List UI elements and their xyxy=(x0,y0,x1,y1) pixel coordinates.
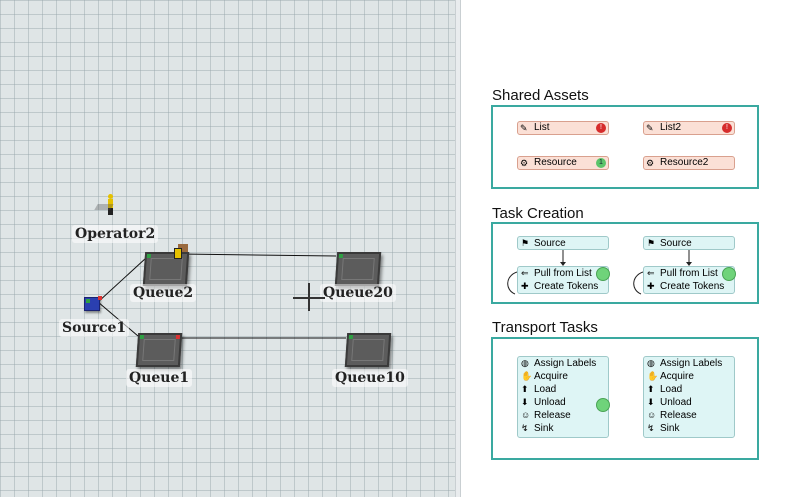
pull-from-list-activity[interactable]: ⇐Pull from List xyxy=(521,268,592,279)
model-3d-view[interactable]: Operator2 Source1 Queue2 Queue20 Queue1 … xyxy=(0,0,455,497)
task-creation-arrows xyxy=(507,250,692,295)
pull-block-1[interactable]: ⇐Pull from List ✚Create Tokens xyxy=(517,266,610,294)
resource-icon: ⚙ xyxy=(520,158,529,168)
sink-icon: ↯ xyxy=(521,423,529,433)
create-tokens-icon: ✚ xyxy=(647,281,655,291)
count-badge: 1 xyxy=(596,158,606,168)
transport-activity-block-1[interactable]: ◍Assign Labels ✋Acquire ⬆Load ⬇Unload ☺R… xyxy=(517,356,610,438)
source-icon: ⚑ xyxy=(521,238,530,248)
sink-icon: ↯ xyxy=(647,423,655,433)
source-activity-1[interactable]: ⚑Source xyxy=(517,236,609,250)
token-indicator xyxy=(596,398,610,412)
shared-assets-title[interactable]: Shared Assets xyxy=(492,87,589,104)
process-flow-view[interactable]: Shared Assets ✎ List ! ✎ List2 ! ⚙ Resou… xyxy=(461,0,801,497)
queue10-object[interactable] xyxy=(344,333,392,367)
task-creation-title[interactable]: Task Creation xyxy=(492,205,584,222)
warning-badge: ! xyxy=(596,123,606,133)
operator-label[interactable]: Operator2 xyxy=(72,225,159,243)
queue1-label[interactable]: Queue1 xyxy=(126,369,193,387)
shared-assets-container[interactable]: ✎ List ! ✎ List2 ! ⚙ Resource 1 ⚙ Resour… xyxy=(491,105,759,189)
acquire-activity[interactable]: ✋Acquire xyxy=(521,371,568,382)
queue20-object[interactable] xyxy=(334,252,382,286)
load-activity[interactable]: ⬆Load xyxy=(647,384,683,395)
sink-activity[interactable]: ↯Sink xyxy=(521,423,554,434)
source-activity-2[interactable]: ⚑Source xyxy=(643,236,735,250)
assign-labels-activity[interactable]: ◍Assign Labels xyxy=(647,358,723,369)
asset-list2[interactable]: ✎ List2 ! xyxy=(643,121,735,135)
pull-from-list-activity[interactable]: ⇐Pull from List xyxy=(647,268,718,279)
forklift-icon xyxy=(172,244,192,259)
task-creation-container[interactable]: ⚑Source ⇐Pull from List ✚Create Tokens ⚑… xyxy=(491,222,759,304)
resource-icon: ⚙ xyxy=(646,158,655,168)
release-icon: ☺ xyxy=(647,410,657,420)
source-label[interactable]: Source1 xyxy=(59,319,130,337)
create-tokens-activity[interactable]: ✚Create Tokens xyxy=(647,281,725,292)
list-icon: ✎ xyxy=(646,123,654,133)
release-activity[interactable]: ☺Release xyxy=(521,410,571,421)
unload-icon: ⬇ xyxy=(521,397,529,407)
queue20-label[interactable]: Queue20 xyxy=(320,284,396,302)
acquire-activity[interactable]: ✋Acquire xyxy=(647,371,694,382)
create-tokens-activity[interactable]: ✚Create Tokens xyxy=(521,281,599,292)
asset-resource2[interactable]: ⚙ Resource2 xyxy=(643,156,735,170)
queue10-label[interactable]: Queue10 xyxy=(332,369,408,387)
unload-icon: ⬇ xyxy=(647,397,655,407)
queue1-object[interactable] xyxy=(135,333,183,367)
globe-icon: ◍ xyxy=(647,358,655,368)
assign-labels-activity[interactable]: ◍Assign Labels xyxy=(521,358,597,369)
list-icon: ✎ xyxy=(520,123,528,133)
pull-icon: ⇐ xyxy=(647,268,655,278)
warning-badge: ! xyxy=(722,123,732,133)
pull-block-2[interactable]: ⇐Pull from List ✚Create Tokens xyxy=(643,266,736,294)
source-icon: ⚑ xyxy=(647,238,656,248)
unload-activity[interactable]: ⬇Unload xyxy=(647,397,692,408)
crosshair-cursor-vertical xyxy=(308,283,310,311)
asset-list[interactable]: ✎ List ! xyxy=(517,121,609,135)
link-source-queue2 xyxy=(97,257,147,303)
transport-tasks-container[interactable]: ◍Assign Labels ✋Acquire ⬆Load ⬇Unload ☺R… xyxy=(491,337,759,460)
release-activity[interactable]: ☺Release xyxy=(647,410,697,421)
pull-icon: ⇐ xyxy=(521,268,529,278)
connection-lines xyxy=(97,253,346,339)
operator-figure[interactable] xyxy=(94,194,118,216)
pane-splitter[interactable] xyxy=(455,0,461,497)
transport-activity-block-2[interactable]: ◍Assign Labels ✋Acquire ⬆Load ⬇Unload ☺R… xyxy=(643,356,735,438)
transport-tasks-title[interactable]: Transport Tasks xyxy=(492,319,598,336)
link-queue2-queue20 xyxy=(179,253,337,257)
token-indicator xyxy=(596,267,610,281)
create-tokens-icon: ✚ xyxy=(521,281,529,291)
release-icon: ☺ xyxy=(521,410,531,420)
acquire-icon: ✋ xyxy=(647,371,659,381)
unload-activity[interactable]: ⬇Unload xyxy=(521,397,566,408)
load-icon: ⬆ xyxy=(647,384,655,394)
load-activity[interactable]: ⬆Load xyxy=(521,384,557,395)
queue2-label[interactable]: Queue2 xyxy=(130,284,197,302)
sink-activity[interactable]: ↯Sink xyxy=(647,423,680,434)
globe-icon: ◍ xyxy=(521,358,529,368)
load-icon: ⬆ xyxy=(521,384,529,394)
token-indicator xyxy=(722,267,736,281)
asset-resource[interactable]: ⚙ Resource 1 xyxy=(517,156,609,170)
source-object[interactable] xyxy=(84,296,102,311)
acquire-icon: ✋ xyxy=(521,371,533,381)
